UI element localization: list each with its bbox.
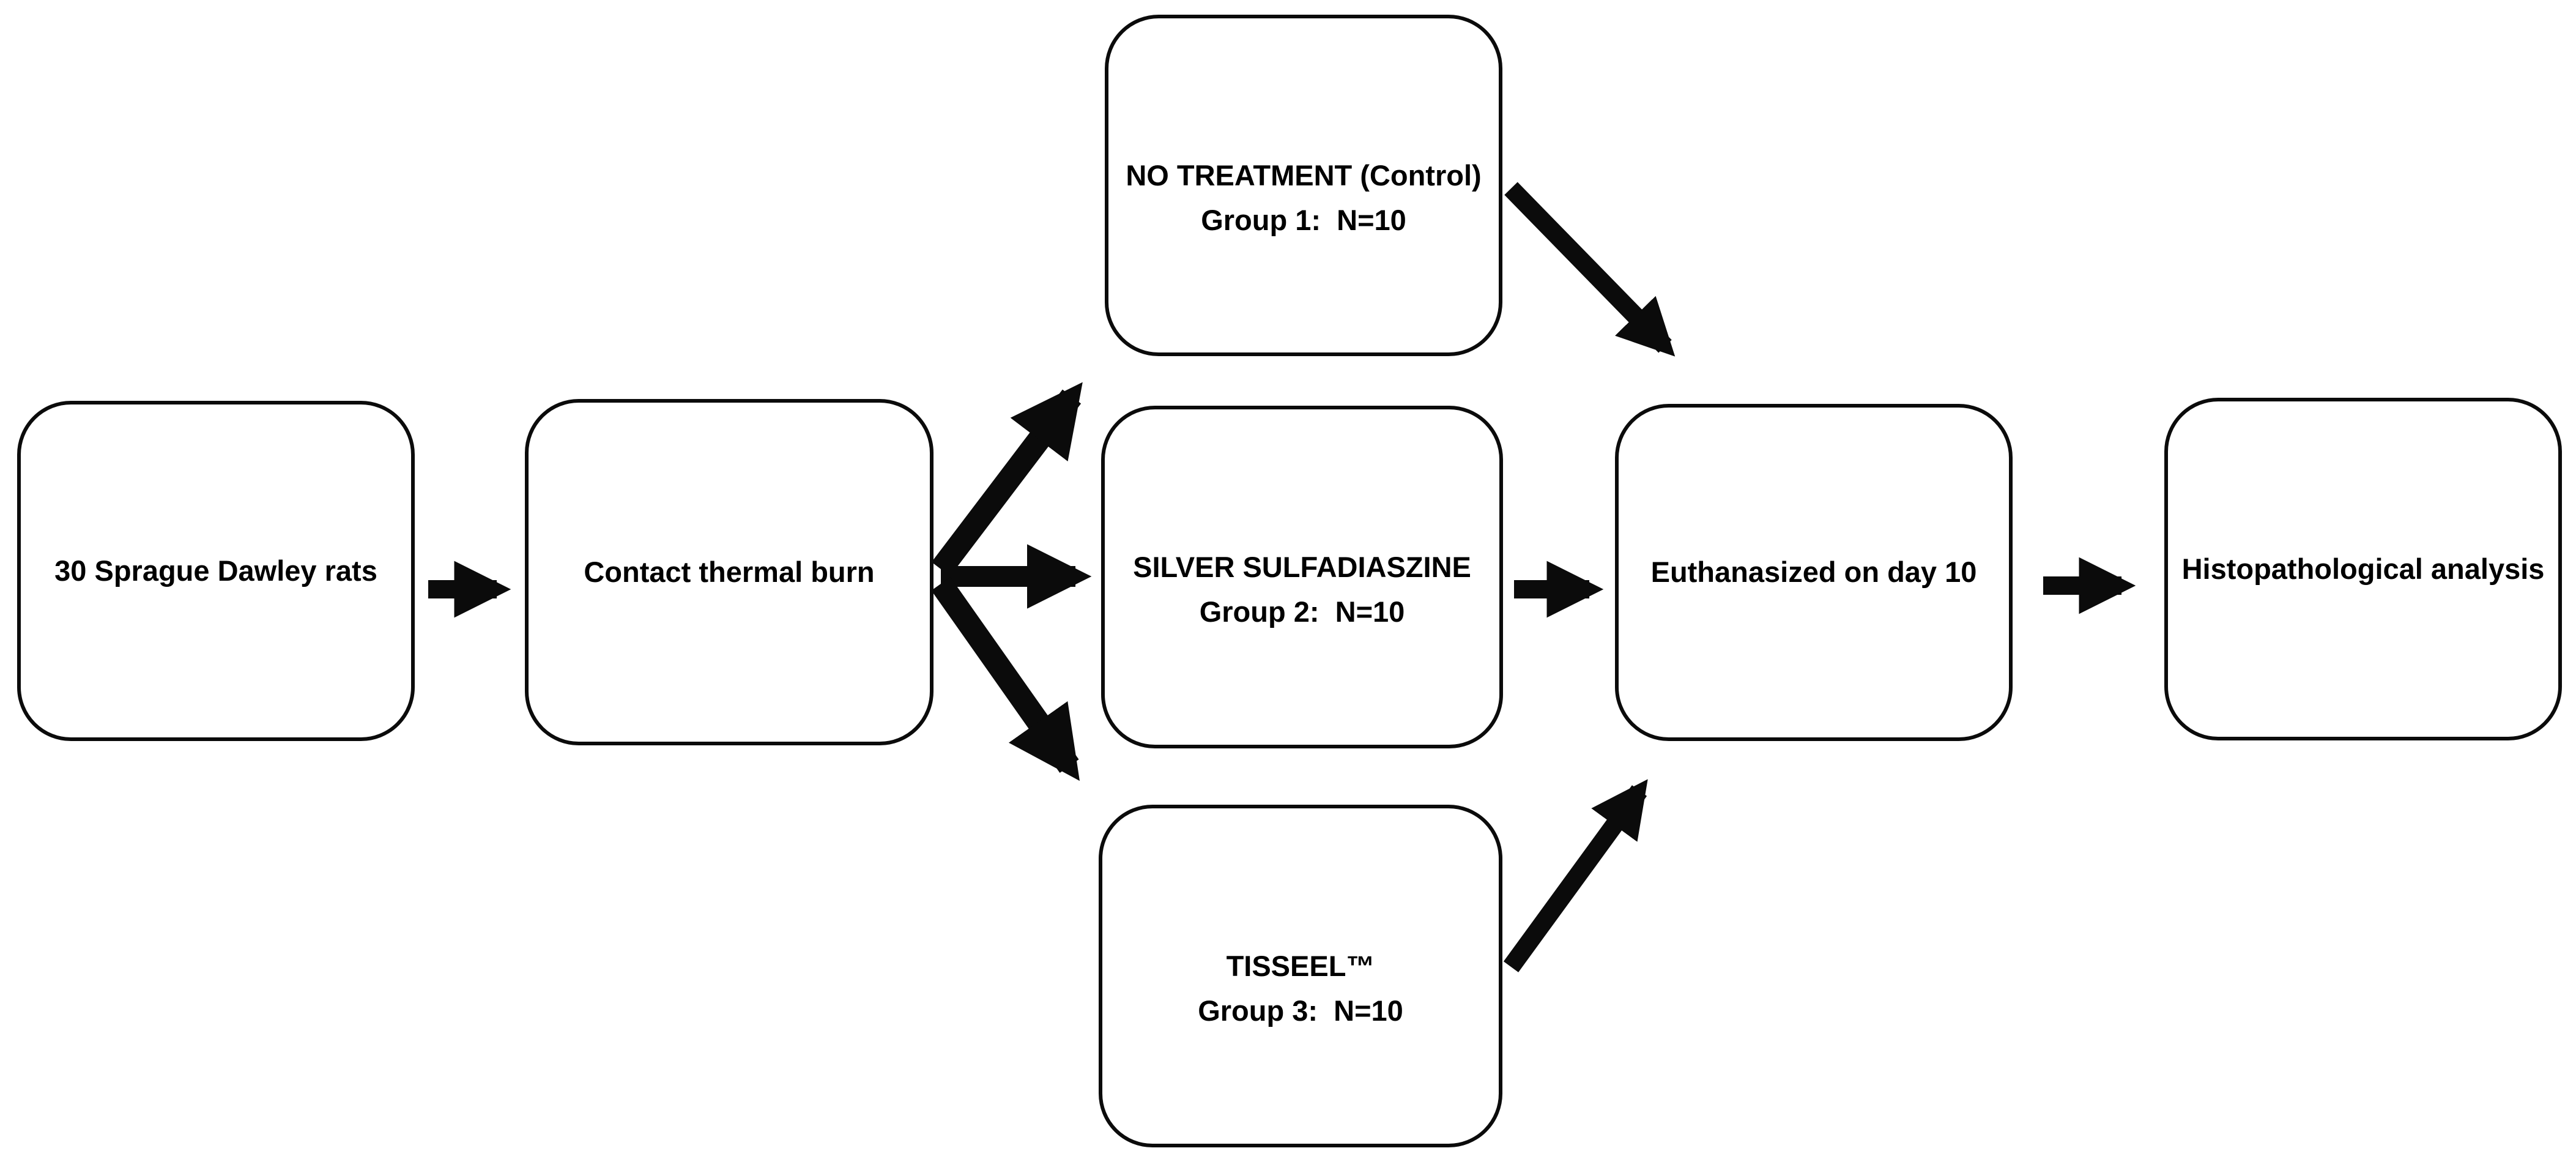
flow-node-euthanasia-label: Euthanasized on day 10 (1650, 556, 1977, 589)
arrow-burn-to-group1 (931, 382, 1083, 576)
flow-node-burn: Contact thermal burn (525, 399, 934, 745)
flow-node-euthanasia: Euthanasized on day 10 (1615, 404, 2013, 741)
flow-node-group3: TISSEEL™ Group 3: N=10 (1099, 805, 1502, 1147)
arrow-group3-to-euthanasia (1503, 779, 1648, 972)
flow-node-group2-label-line1: SILVER SULFADIASZINE (1133, 551, 1471, 584)
flow-node-burn-label: Contact thermal burn (584, 555, 875, 588)
arrow-burn-to-group3 (931, 577, 1080, 781)
flow-node-group1-label-line2: Group 1: N=10 (1201, 204, 1406, 236)
flow-node-group1: NO TREATMENT (Control) Group 1: N=10 (1105, 15, 1502, 356)
flow-node-group1-label-line1: NO TREATMENT (Control) (1126, 159, 1482, 192)
arrow-group1-to-euthanasia (1504, 182, 1676, 357)
flow-node-rats: 30 Sprague Dawley rats (17, 401, 415, 741)
flow-node-group2: SILVER SULFADIASZINE Group 2: N=10 (1101, 406, 1503, 748)
flow-node-group3-label-line2: Group 3: N=10 (1198, 994, 1403, 1027)
flow-node-group3-label-line1: TISSEEL™ (1226, 950, 1375, 983)
flow-node-group2-label-line2: Group 2: N=10 (1199, 595, 1405, 628)
flow-node-histology-label: Histopathological analysis (2181, 552, 2545, 585)
flow-node-histology: Histopathological analysis (2164, 398, 2562, 740)
flow-node-rats-label: 30 Sprague Dawley rats (54, 554, 377, 587)
